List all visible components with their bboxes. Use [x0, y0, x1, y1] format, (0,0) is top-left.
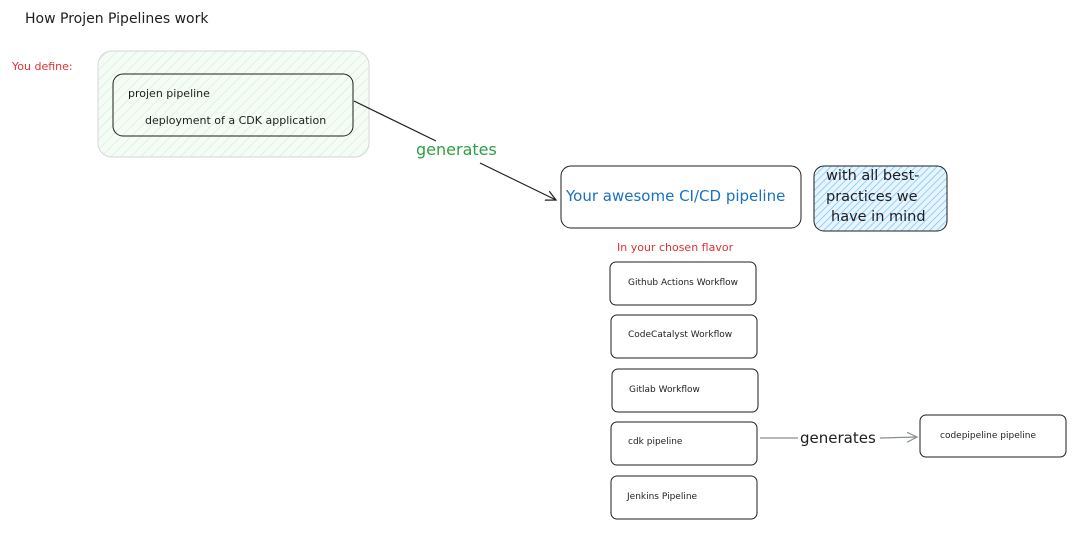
note-line-2: practices we [826, 189, 918, 205]
deployment-label: deployment of a CDK application [145, 114, 327, 127]
codepipeline-box [919, 414, 1067, 458]
note-line-1: with all best- [826, 168, 920, 184]
flavor-label-codecatalyst: CodeCatalyst Workflow [628, 330, 733, 340]
flavor-box-cdk [610, 421, 758, 466]
flavor-label-gitlab: Gitlab Workflow [629, 385, 700, 395]
flavor-heading: In your chosen flavor [617, 241, 734, 254]
flavor-box-gitlab [611, 368, 759, 413]
flavor-box-codecatalyst [610, 314, 758, 359]
cdk-generates-arrow [760, 437, 917, 438]
flavor-box-github [609, 261, 757, 306]
projen-pipeline-label: projen pipeline [128, 87, 210, 100]
output-pipeline-label: Your awesome CI/CD pipeline [566, 187, 786, 205]
flavor-label-cdk: cdk pipeline [628, 437, 683, 447]
projen-pipeline-box [112, 73, 354, 137]
best-practices-note [813, 165, 948, 232]
define-container [97, 50, 370, 158]
cdk-generates-label: generates [800, 429, 876, 447]
page-title: How Projen Pipelines work [25, 11, 209, 27]
you-define-label: You define: [12, 60, 73, 73]
codepipeline-label: codepipeline pipeline [940, 431, 1036, 441]
main-generates-label: generates [416, 140, 497, 159]
flavor-label-github: Github Actions Workflow [628, 278, 739, 288]
flavor-label-jenkins: Jenkins Pipeline [627, 492, 698, 502]
main-generates-arrow [353, 100, 556, 200]
note-line-3: have in mind [831, 209, 926, 225]
flavor-box-jenkins [610, 475, 758, 520]
output-pipeline-box [560, 165, 802, 229]
